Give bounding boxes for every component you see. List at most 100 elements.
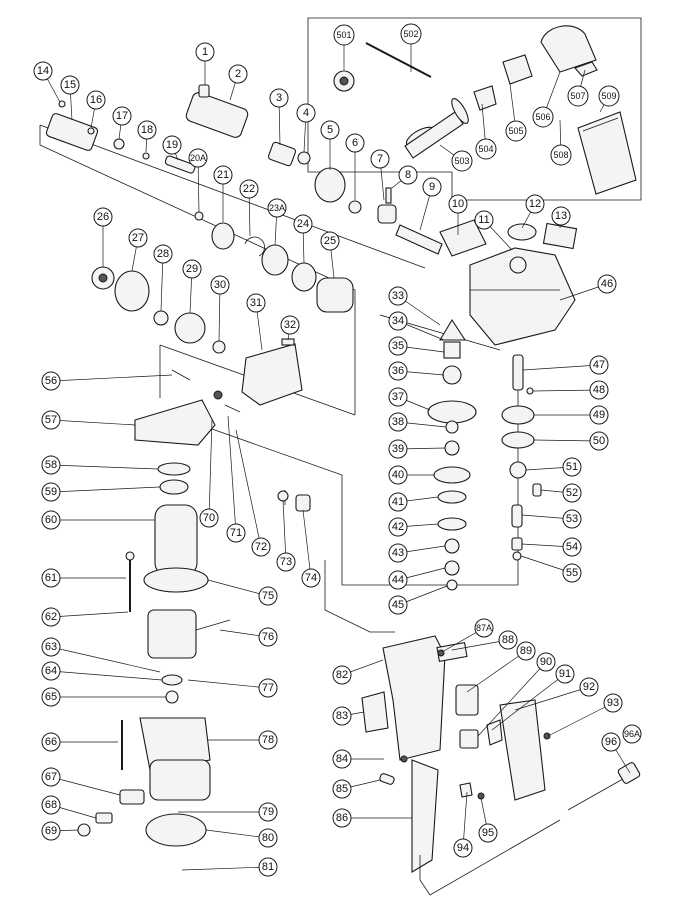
svg-text:24: 24 <box>297 218 309 230</box>
callout-90: 90 <box>536 652 556 672</box>
svg-text:85: 85 <box>336 783 348 795</box>
svg-text:73: 73 <box>280 556 292 568</box>
leader-line-72 <box>235 429 262 548</box>
svg-text:505: 505 <box>508 126 523 136</box>
callout-3: 3 <box>269 88 289 108</box>
svg-text:95: 95 <box>482 827 494 839</box>
svg-text:45: 45 <box>392 599 404 611</box>
svg-text:78: 78 <box>262 734 274 746</box>
svg-text:41: 41 <box>392 496 404 508</box>
callout-89: 89 <box>516 641 536 661</box>
callout-75: 75 <box>258 586 278 606</box>
svg-text:504: 504 <box>478 144 493 154</box>
leader-line-63 <box>50 646 161 673</box>
gear-column-parts <box>427 318 477 591</box>
svg-text:77: 77 <box>262 682 274 694</box>
callout-508: 508 <box>550 144 572 166</box>
svg-text:48: 48 <box>593 384 605 396</box>
callout-31: 31 <box>246 293 266 313</box>
callout-80: 80 <box>258 828 278 848</box>
leader-line-89 <box>466 650 527 693</box>
callout-509: 509 <box>598 85 620 107</box>
callout-70: 70 <box>199 508 219 528</box>
svg-text:74: 74 <box>305 572 317 584</box>
callout-93: 93 <box>603 693 623 713</box>
callout-77: 77 <box>258 678 278 698</box>
callout-23A: 23A <box>267 198 287 218</box>
callout-7: 7 <box>370 149 390 169</box>
svg-text:30: 30 <box>214 279 226 291</box>
callout-40: 40 <box>388 465 408 485</box>
callout-59: 59 <box>41 482 61 502</box>
svg-text:58: 58 <box>45 459 57 471</box>
svg-text:509: 509 <box>601 91 616 101</box>
accessory-parts <box>333 25 637 195</box>
callout-34: 34 <box>388 311 408 331</box>
callout-66: 66 <box>41 732 61 752</box>
svg-text:502: 502 <box>403 29 418 39</box>
callout-12: 12 <box>525 194 545 214</box>
callout-62: 62 <box>41 607 61 627</box>
callout-503: 503 <box>451 150 473 172</box>
callout-48: 48 <box>589 380 609 400</box>
svg-text:38: 38 <box>392 416 404 428</box>
svg-text:87A: 87A <box>476 623 492 633</box>
callout-96A: 96A <box>622 724 642 744</box>
svg-text:83: 83 <box>336 710 348 722</box>
leader-line-80 <box>205 829 269 839</box>
callout-92: 92 <box>579 677 599 697</box>
callout-30: 30 <box>210 275 230 295</box>
callout-68: 68 <box>41 795 61 815</box>
svg-text:51: 51 <box>566 461 578 473</box>
callout-19: 19 <box>162 135 182 155</box>
svg-text:15: 15 <box>64 79 76 91</box>
callout-86: 86 <box>332 808 352 828</box>
callout-38: 38 <box>388 412 408 432</box>
callout-502: 502 <box>400 23 422 45</box>
callout-14: 14 <box>33 61 53 81</box>
svg-text:23A: 23A <box>269 203 285 213</box>
svg-text:13: 13 <box>555 210 567 222</box>
leader-line-74 <box>302 509 312 579</box>
svg-text:76: 76 <box>262 631 274 643</box>
svg-text:508: 508 <box>553 150 568 160</box>
svg-text:71: 71 <box>230 527 242 539</box>
leader-lines <box>42 34 631 871</box>
callout-52: 52 <box>562 483 582 503</box>
callout-85: 85 <box>332 779 352 799</box>
svg-text:34: 34 <box>392 315 404 327</box>
callout-25: 25 <box>320 231 340 251</box>
callout-71: 71 <box>226 523 246 543</box>
svg-text:503: 503 <box>454 156 469 166</box>
callout-505: 505 <box>505 120 527 142</box>
callout-29: 29 <box>182 259 202 279</box>
svg-text:33: 33 <box>392 290 404 302</box>
leader-line-90 <box>477 661 547 737</box>
svg-text:79: 79 <box>262 806 274 818</box>
callout-58: 58 <box>41 455 61 475</box>
callout-8: 8 <box>398 165 418 185</box>
callout-50: 50 <box>589 431 609 451</box>
callout-16: 16 <box>86 90 106 110</box>
callout-35: 35 <box>388 336 408 356</box>
callout-55: 55 <box>562 563 582 583</box>
svg-text:5: 5 <box>327 124 333 136</box>
svg-text:50: 50 <box>593 435 605 447</box>
callout-27: 27 <box>128 228 148 248</box>
callout-79: 79 <box>258 802 278 822</box>
leader-line-56 <box>50 374 173 382</box>
svg-text:56: 56 <box>45 375 57 387</box>
gear-housing <box>469 222 578 561</box>
svg-text:60: 60 <box>45 514 57 526</box>
svg-text:6: 6 <box>352 137 358 149</box>
callout-10: 10 <box>448 194 468 214</box>
callout-504: 504 <box>475 138 497 160</box>
svg-text:507: 507 <box>570 91 585 101</box>
svg-text:501: 501 <box>336 30 351 40</box>
callout-43: 43 <box>388 543 408 563</box>
callout-26: 26 <box>93 207 113 227</box>
svg-text:67: 67 <box>45 771 57 783</box>
svg-text:91: 91 <box>559 668 571 680</box>
leader-line-47 <box>522 364 600 371</box>
